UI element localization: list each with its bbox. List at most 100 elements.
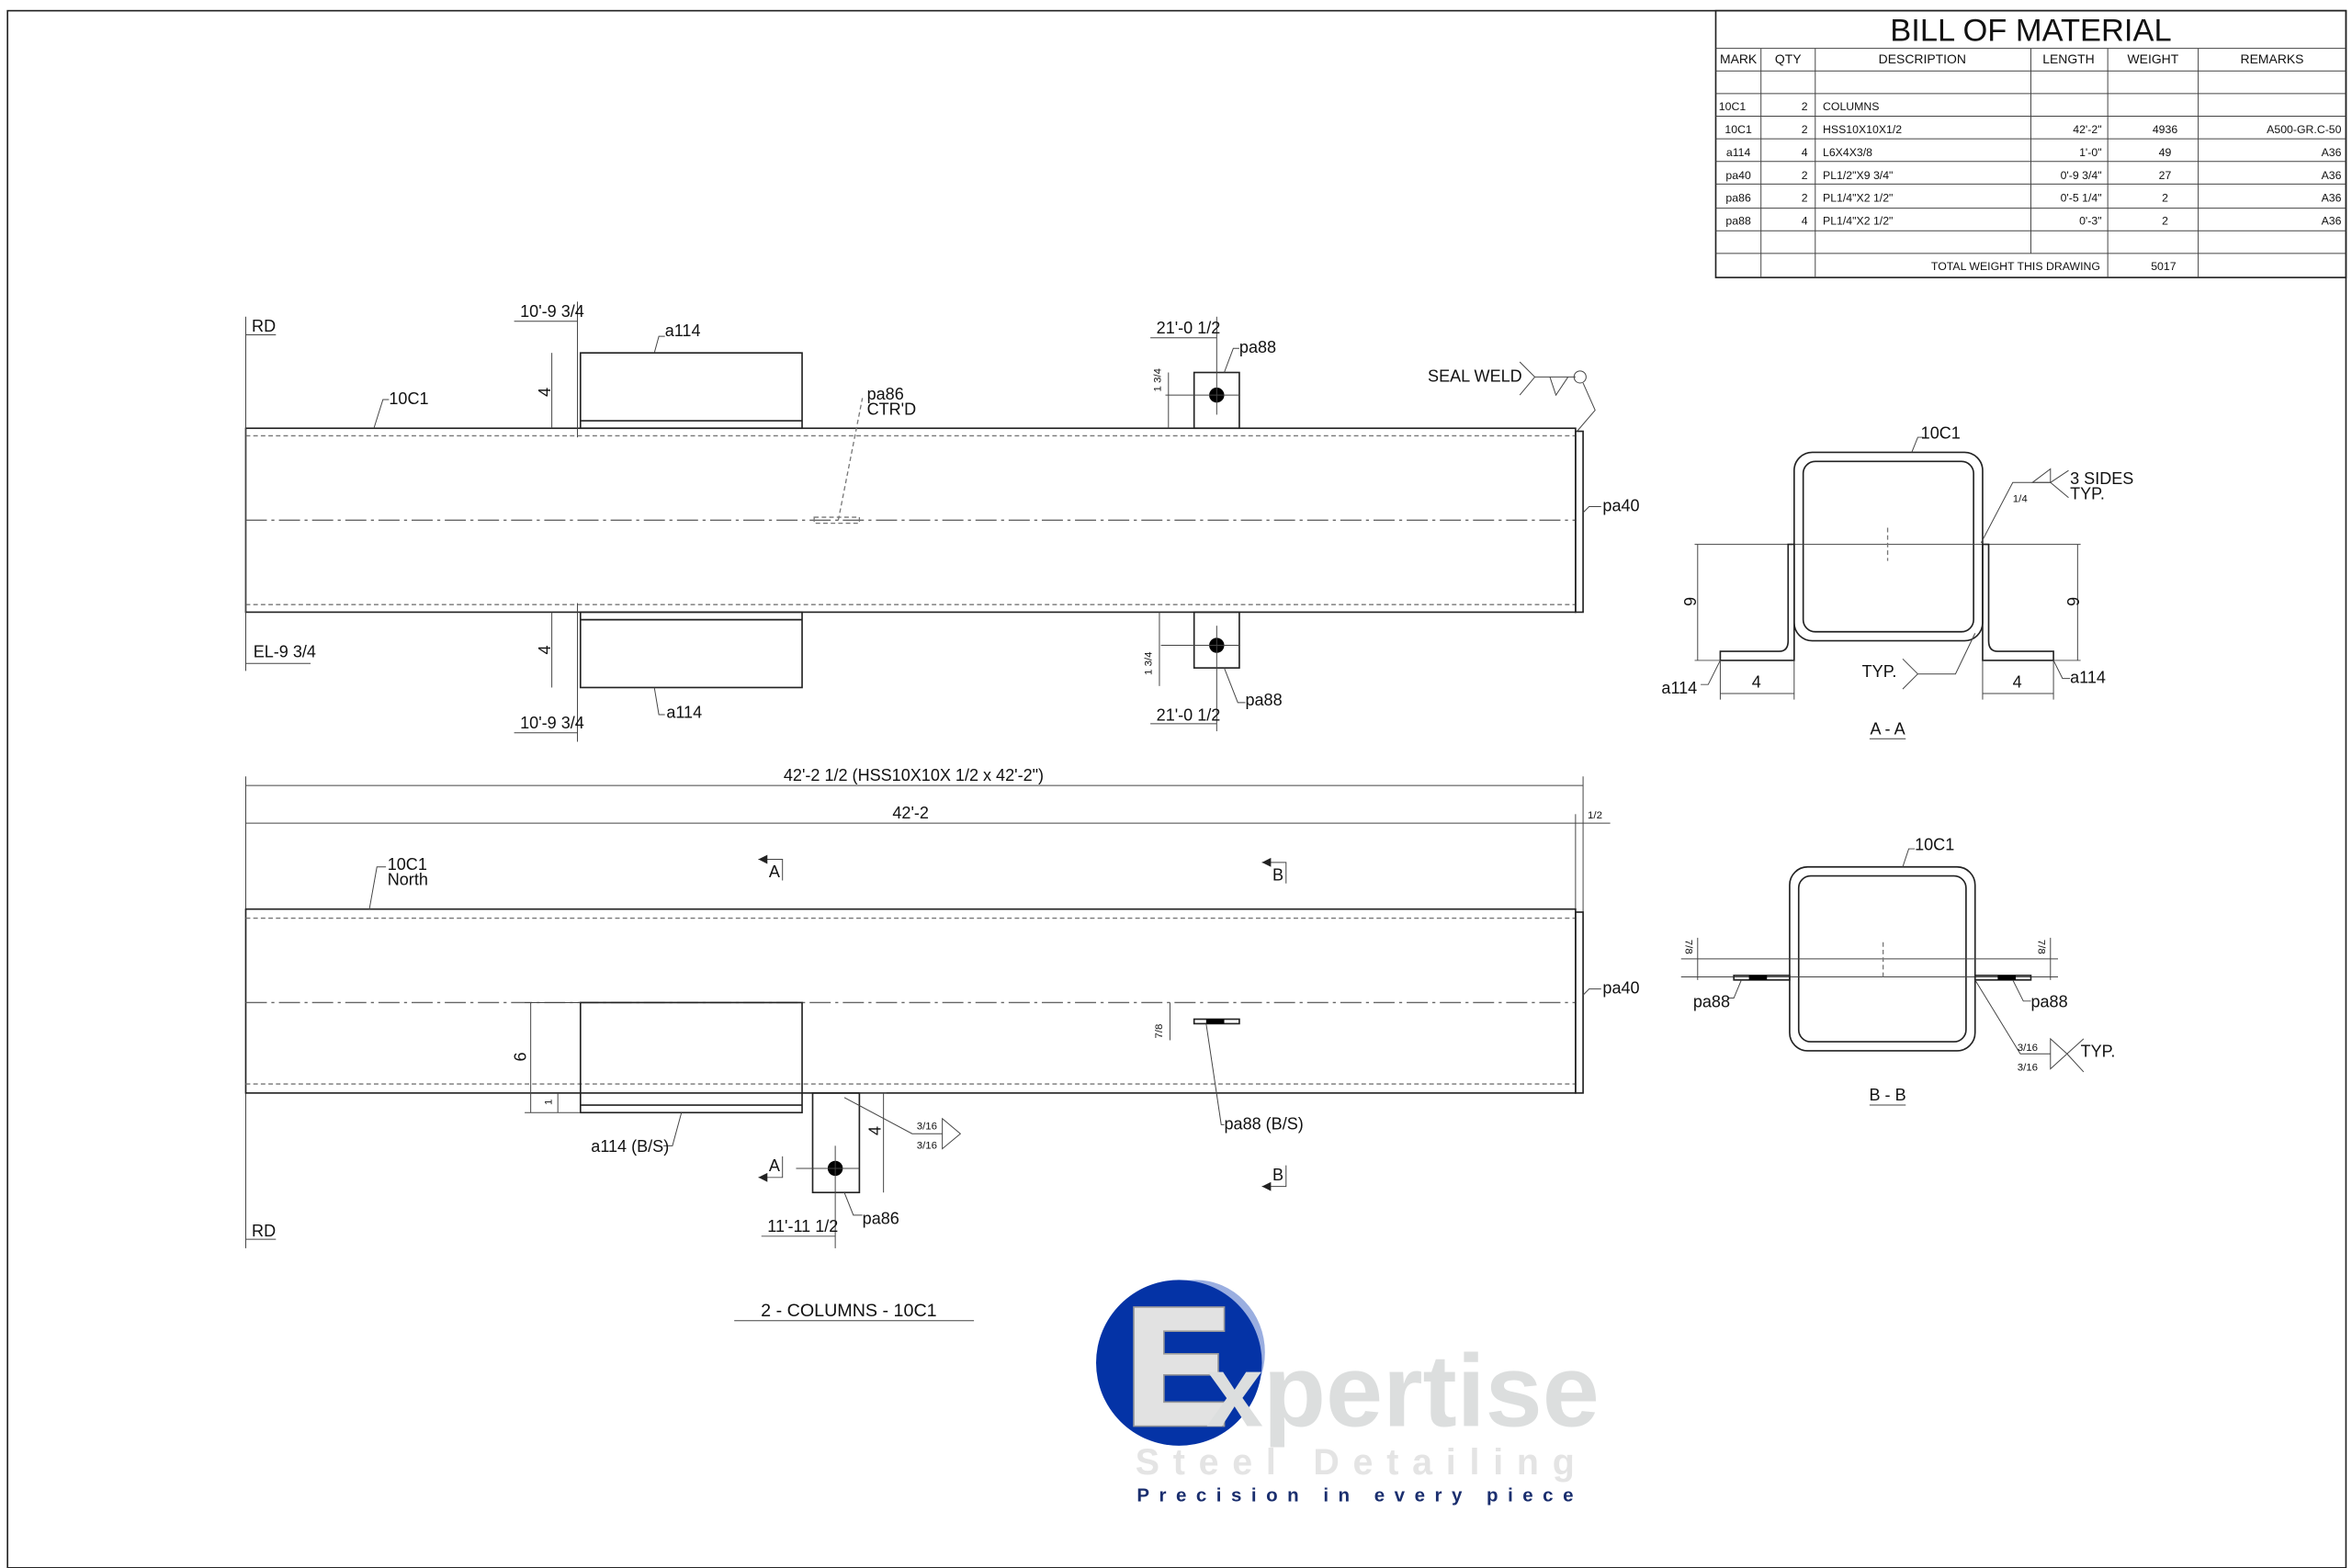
bom-cell-remarks: A36 <box>2322 169 2342 182</box>
bom-cell-qty: 2 <box>1802 169 1808 182</box>
bom-cell-weight: 2 <box>2162 215 2168 228</box>
hss-section-aa <box>1792 451 1984 642</box>
angle-a114-side <box>579 1001 803 1114</box>
logo-tagline: Precision in every piece <box>1136 1485 1583 1506</box>
bb-offset-right: 7/8 <box>2036 940 2047 954</box>
a114-top-label: a114 <box>665 321 701 340</box>
seal-weld-label: SEAL WELD <box>1428 367 1522 385</box>
angle-a114-bottom <box>579 611 803 689</box>
bb-plate-left-label: pa88 <box>1693 992 1730 1010</box>
bom-cell-length: 42'-2" <box>2073 123 2101 136</box>
aa-column-mark: 10C1 <box>1921 424 1961 443</box>
aa-angle-left-label: a114 <box>1661 679 1697 697</box>
section-marker-a-top[interactable]: A <box>758 854 784 882</box>
bom-cell-qty: 2 <box>1802 123 1808 136</box>
aa-weld-note-typ: TYP. <box>2070 484 2105 502</box>
pa88-top-offset: 1 3/4 <box>1153 367 1164 391</box>
section-a-a: 6 6 4 4 a114 a114 10C1 1/4 3 SIDES TYP. … <box>1661 424 2133 739</box>
angle-a114-left <box>1719 543 1795 661</box>
bom-cell-remarks: A36 <box>2322 146 2342 159</box>
logo-subtitle: Steel Detailing <box>1136 1442 1589 1483</box>
bom-cell-mark: a114 <box>1726 146 1751 159</box>
bom-row: 10C1 2 HSS10X10X1/2 42'-2" 4936 A500-GR.C-50 <box>1724 123 2341 136</box>
pa86-dimension: 11'-11 1/2 <box>767 1217 838 1235</box>
view-title: 2 - COLUMNS - 10C1 <box>761 1301 936 1321</box>
pa88-top-label: pa88 <box>1239 338 1276 356</box>
bb-column-mark: 10C1 <box>1915 836 1954 854</box>
bom-cell-weight: 4936 <box>2153 123 2178 136</box>
pa86-weld-bottom: 3/16 <box>917 1141 937 1152</box>
bom-cell-mark: pa40 <box>1725 169 1751 182</box>
bom-cell-description: PL1/4"X2 1/2" <box>1823 192 1893 205</box>
bom-cell-length: 1'-0" <box>2079 146 2102 159</box>
pa88-bottom-dimension: 21'-0 1/2 <box>1157 706 1221 725</box>
bom-cell-qty: 2 <box>1802 100 1808 113</box>
bom-cell-remarks: A500-GR.C-50 <box>2267 123 2341 136</box>
bom-cell-description: PL1/4"X2 1/2" <box>1823 215 1893 228</box>
a114-bs-label: a114 (B/S) <box>591 1137 669 1156</box>
pa86-height-dimension: 4 <box>865 1126 884 1135</box>
logo-word: xpertise <box>1206 1334 1600 1449</box>
company-logo: xpertise Steel Detailing Precision in ev… <box>1096 1280 1600 1506</box>
a114-bottom-dimension: 10'-9 3/4 <box>520 714 584 732</box>
bom-cell-weight: 2 <box>2162 192 2168 205</box>
pa40-label-top: pa40 <box>1602 496 1639 514</box>
bom-title: BILL OF MATERIAL <box>1890 13 2171 48</box>
bom-cell-description: COLUMNS <box>1823 100 1880 113</box>
bom-cell-description: HSS10X10X1/2 <box>1823 123 1902 136</box>
aa-angle-right-label: a114 <box>2070 669 2106 687</box>
bom-header-mark: MARK <box>1720 51 1758 66</box>
aa-height-left: 6 <box>1680 597 1699 606</box>
svg-text:A: A <box>769 863 780 881</box>
section-marker-b-top[interactable]: B <box>1261 857 1287 885</box>
pa88-bottom-offset: 1 3/4 <box>1144 651 1155 675</box>
bom-rows: 10C1 2 COLUMNS 10C1 2 HSS10X10X1/2 42'-2" 4936 A… <box>1719 100 2342 228</box>
a114-bottom-label: a114 <box>666 703 702 721</box>
svg-text:A: A <box>769 1156 780 1175</box>
pa86-label-side: pa86 <box>863 1210 899 1228</box>
section-aa-title: A - A <box>1871 719 1905 738</box>
column-mark-side: 10C1 <box>388 855 427 874</box>
pa88-bs-label: pa88 (B/S) <box>1225 1114 1304 1133</box>
column-length-dimension: 42'-2 <box>892 804 929 822</box>
hss-column-side <box>244 908 1577 1094</box>
bom-header-description: DESCRIPTION <box>1879 51 1966 66</box>
a114-height-dimension: 6 <box>512 1053 530 1062</box>
bom-cell-mark: 10C1 <box>1724 123 1752 136</box>
column-top-view: RD EL-9 3/4 10C1 10'-9 3/4 4 a114 10'-9 … <box>244 301 1640 742</box>
elevation-label: EL-9 3/4 <box>254 643 316 661</box>
north-label: North <box>388 870 428 888</box>
end-plate-pa40-side <box>1575 911 1584 1094</box>
bom-cell-qty: 2 <box>1802 192 1808 205</box>
weld-all-around-icon <box>1573 370 1587 384</box>
overall-length-dimension: 42'-2 1/2 (HSS10X10X 1/2 x 42'-2") <box>784 766 1044 784</box>
bom-cell-mark: pa86 <box>1725 192 1751 205</box>
bb-weld-top: 3/16 <box>2018 1043 2038 1054</box>
bom-cell-description: PL1/2"X9 3/4" <box>1823 169 1893 182</box>
bom-cell-mark: pa88 <box>1725 215 1751 228</box>
svg-text:B: B <box>1272 1166 1283 1184</box>
bom-header-remarks: REMARKS <box>2241 51 2304 66</box>
pa86-label: pa86 <box>867 385 904 403</box>
rd-label: RD <box>252 317 276 335</box>
bom-cell-weight: 27 <box>2159 169 2172 182</box>
end-plate-pa40 <box>1575 430 1584 614</box>
aa-weld-note-sides: 3 SIDES <box>2070 469 2133 488</box>
section-marker-b-bottom[interactable]: B <box>1261 1165 1287 1191</box>
aa-height-right: 6 <box>2064 597 2082 606</box>
bom-total-weight: 5017 <box>2151 260 2177 273</box>
aa-weld-size: 1/4 <box>2013 494 2029 505</box>
svg-text:B: B <box>1272 866 1283 885</box>
section-bb-title: B - B <box>1870 1086 1906 1104</box>
bom-header-qty: QTY <box>1775 51 1802 66</box>
angle-a114-top <box>579 352 803 430</box>
column-side-view: 42'-2 1/2 (HSS10X10X 1/2 x 42'-2") 42'-2… <box>244 766 1640 1322</box>
end-plate-dimension: 1/2 <box>1588 810 1602 821</box>
section-marker-a-bottom[interactable]: A <box>758 1156 784 1182</box>
pa86-weld-top: 3/16 <box>917 1121 937 1132</box>
